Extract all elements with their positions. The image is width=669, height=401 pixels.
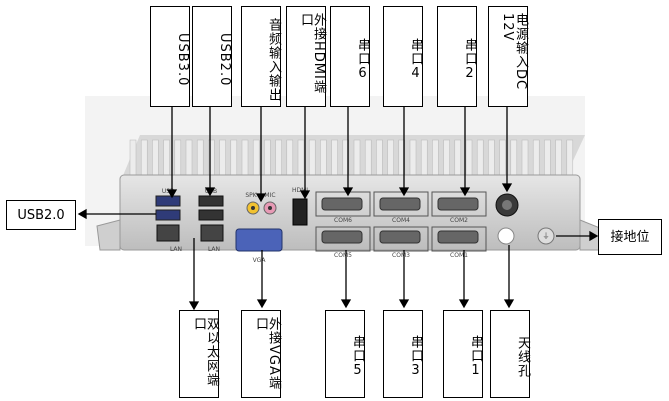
heatsink-fin [465,139,473,177]
callout-arrows [77,107,599,311]
usb2-ports [198,195,224,221]
callout-audio-text: 音频输入输出 [266,17,281,102]
panel-label-com6: COM6 [334,217,352,224]
heatsink-fin [152,139,159,177]
heatsink-fin [252,139,260,177]
callout-lan-text: 双以太网端口 [191,317,219,387]
ground-icon: ⏚ [543,232,550,240]
callout-audio: 音频输入输出 [241,6,281,107]
lan-port-1 [156,224,180,242]
heatsink-fin [163,139,170,177]
heatsink-fin [376,139,383,177]
callout-vga-text: 外接VGA端口 [253,317,281,390]
heatsink-fin [275,139,282,177]
hdmi-port [292,198,308,226]
callout-usb20-top-text: USB2.0 [217,32,232,87]
antenna-hole [497,227,515,245]
callout-com2-text: 串口2 [462,37,477,82]
heatsink-fin [443,139,450,177]
mount-ear-left [96,219,121,251]
panel-label-com1: COM1 [450,252,468,259]
heatsink-fin [331,139,338,177]
heatsink-fin [420,139,428,177]
heatsink-fin [185,139,193,177]
callout-com3: 串口3 [383,310,423,398]
heatsink-fin [174,139,182,177]
callout-com1-text: 串口1 [468,335,483,379]
callout-usb30: USB3.0 [150,6,190,107]
heatsink-fin [241,139,249,177]
heatsink-fins [122,135,585,178]
heatsink-fin [555,139,562,177]
heatsink-fin [432,139,439,177]
callout-usb20-top: USB2.0 [192,6,232,107]
callout-com3-text: 串口3 [408,335,423,379]
heatsink-fin [510,139,518,177]
panel-label-lan-a: LAN [170,246,182,253]
panel-label-com4: COM4 [392,217,410,224]
panel-label-com2: COM2 [450,217,468,224]
callout-ground: 接地位 [598,219,662,255]
callout-usb30-text: USB3.0 [175,32,190,87]
callout-antenna-text: 天线孔 [515,336,530,378]
heatsink-fin [219,139,226,177]
heatsink-fin [264,139,271,177]
com-ports [315,191,487,252]
panel-label-vga: VGA [253,257,267,264]
heatsink-fin [566,139,574,177]
callout-vga: 外接VGA端口 [241,310,281,398]
panel-label-spk: SPK [245,192,257,199]
panel-label-mic: MIC [264,192,275,199]
vga-port [235,228,283,252]
heatsink-fin [140,139,148,177]
callout-com6: 串口6 [330,6,370,107]
panel-label-com3: COM3 [392,252,410,259]
usb3-ports [155,195,181,221]
callout-com2: 串口2 [437,6,477,107]
heatsink-fin [286,139,294,177]
lan-port-2 [200,224,224,242]
callout-antenna: 天线孔 [490,310,530,398]
heatsink-fin [308,139,316,177]
heatsink-fin [521,139,529,177]
panel-label-usb-a: USB [162,188,174,195]
callout-com5: 串口5 [325,310,365,398]
heatsink-fin [129,139,137,177]
callout-com4-text: 串口4 [408,37,423,82]
callout-com1: 串口1 [443,310,483,398]
heatsink-fin [476,139,484,177]
heatsink-fin [353,139,361,177]
heatsink-fin [488,139,495,177]
callout-usb20-left-text: USB2.0 [17,207,65,223]
heatsink-fin [454,139,462,177]
heatsink-fin [196,139,204,177]
heatsink-fin [499,139,506,177]
heatsink-fin [208,139,215,177]
ground-terminal [537,227,555,245]
callout-usb20-left: USB2.0 [6,200,76,230]
heatsink-fin [387,139,394,177]
callout-com6-text: 串口6 [355,37,370,82]
callout-com5-text: 串口5 [350,335,365,379]
panel-label-lan-b: LAN [208,246,220,253]
callout-ground-text: 接地位 [610,229,650,245]
callout-power-text: 电源输入DC 12V [500,13,528,91]
heatsink-fin [409,139,417,177]
heatsink-fin [532,139,540,177]
callout-lan: 双以太网端口 [179,310,219,398]
heatsink-fin [297,139,305,177]
heatsink-fin [544,139,551,177]
callout-com4: 串口4 [383,6,423,107]
heatsink-fin [364,139,372,177]
heatsink-fin [320,139,327,177]
panel-label-com5: COM5 [334,252,352,259]
heatsink-fin [230,139,238,177]
callout-hdmi: 外接HDMI端口 [286,6,326,107]
callout-hdmi-text: 外接HDMI端口 [298,13,326,94]
callout-power: 电源输入DC 12V [488,6,528,107]
